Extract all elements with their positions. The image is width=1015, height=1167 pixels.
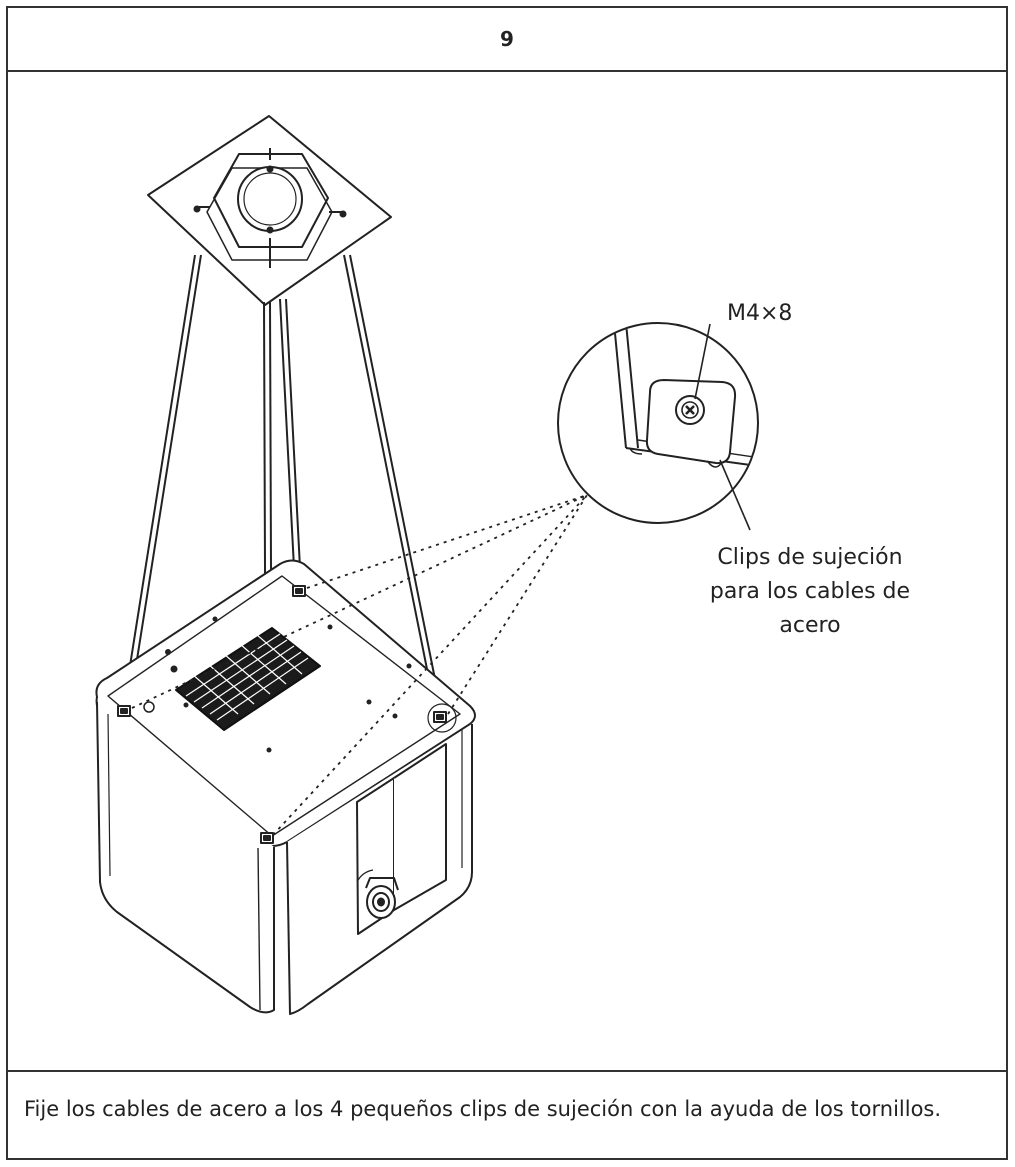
lamp-body [95,559,476,1015]
steel-cables [122,254,443,835]
instruction-caption: Fije los cables de acero a los 4 pequeño… [24,1097,942,1121]
step-number: 9 [500,27,514,51]
highlighted-clip-circle [427,703,457,733]
clip-label-line-3: acero [779,613,840,638]
assembly-figure: M4×8 Clips de sujeción para los cables d… [8,72,1006,1070]
cable-clips [117,585,457,844]
ceiling-mount-plate [147,115,392,306]
callout-detail-circle [557,322,759,531]
instruction-step-panel: 9 [6,6,1008,1160]
clip-label: Clips de sujeción para los cables de ace… [710,545,910,638]
caption-area: Fije los cables de acero a los 4 pequeño… [8,1070,1006,1158]
clip-label-line-2: para los cables de [710,579,910,604]
callout-leader-lines [131,494,588,836]
top-face-screws [165,616,412,753]
screw-size-label: M4×8 [727,301,792,326]
vent-grille [175,627,321,731]
step-header: 9 [8,8,1006,72]
clip-label-line-1: Clips de sujeción [717,545,902,570]
